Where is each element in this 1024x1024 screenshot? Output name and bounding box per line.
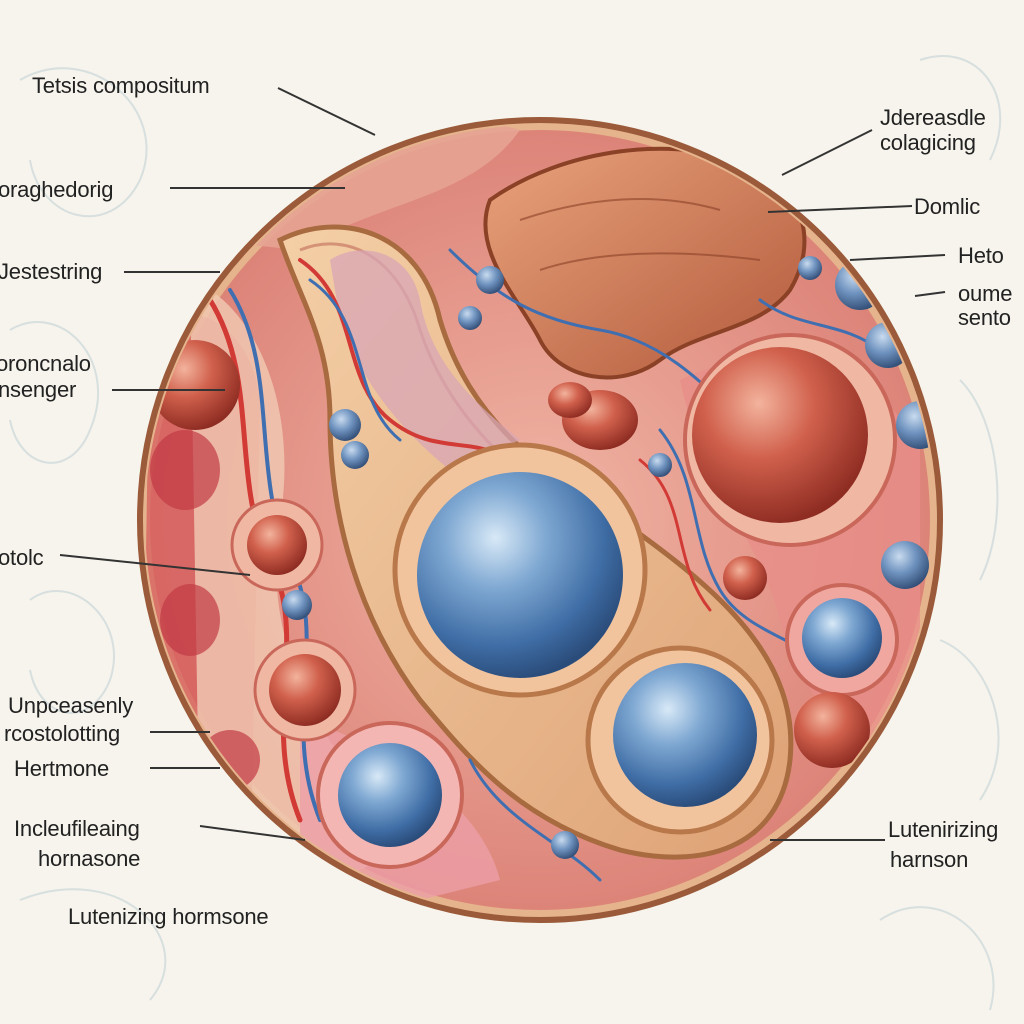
label-hornasone: hornasone — [38, 846, 141, 871]
label-sento: sento — [958, 305, 1011, 330]
label-nsenger: nsenger — [0, 377, 77, 402]
label-testis-compositum: Tetsis compositum — [32, 73, 210, 98]
label-unpceasenly: Unpceasenly — [8, 693, 133, 718]
label-rcostolotting: rcostolotting — [4, 721, 121, 746]
label-hertmone: Hertmone — [14, 756, 109, 781]
label-lutenizing-bottom: Lutenizing hormsone — [68, 904, 269, 929]
label-jestestring: Jestestring — [0, 259, 103, 284]
leader-lines — [59, 87, 946, 841]
label-domlic: Domlic — [914, 194, 981, 219]
label-otolc: otolc — [0, 545, 44, 570]
label-incleufileaing: Incleufileaing — [14, 816, 140, 841]
label-jdereasdle: Jdereasdle — [880, 105, 986, 130]
medium-blue-cell — [613, 663, 757, 807]
label-oume: oume — [958, 281, 1013, 306]
red-cell — [269, 654, 341, 726]
lower-blue-cell — [338, 743, 442, 847]
red-cell — [794, 692, 870, 768]
label-oraghedorig: oraghedorig — [0, 177, 114, 202]
label-oroncnalo: oroncnalo — [0, 351, 91, 376]
label-harnson: harnson — [890, 847, 969, 872]
large-blue-cell — [417, 472, 623, 678]
right-blue-cell — [802, 598, 882, 678]
label-colagicing: colagicing — [880, 130, 976, 155]
large-red-cell — [692, 347, 868, 523]
label-lutenizing-right: Lutenirizing — [888, 817, 999, 842]
label-heto: Heto — [958, 243, 1004, 268]
background-sketch — [9, 55, 1002, 1011]
red-cell — [723, 556, 767, 600]
red-cell — [247, 515, 307, 575]
